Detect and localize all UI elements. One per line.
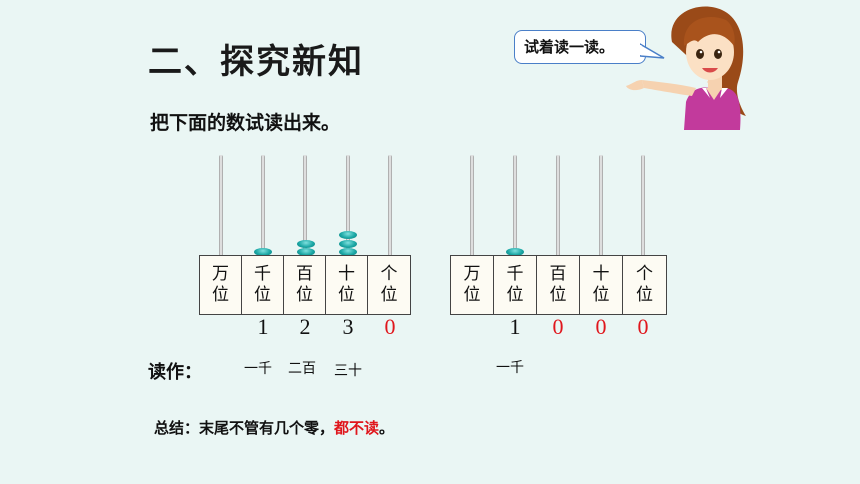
- summary-text: 总结：末尾不管有几个零，都不读。: [154, 417, 394, 438]
- page-title: 二、探究新知: [148, 42, 364, 82]
- abacus-bead: [254, 248, 273, 256]
- place-label-qian: 千位: [494, 256, 537, 314]
- read-word-bai: 二百: [288, 361, 316, 377]
- digit-qian: 1: [509, 314, 521, 339]
- place-label-ge: 个位: [636, 264, 653, 305]
- place-label-bai: 百位: [284, 256, 326, 314]
- read-as-label: 读作：: [148, 362, 202, 383]
- teacher-character-illustration: [626, 6, 746, 130]
- instruction-text: 把下面的数试读出来。: [150, 112, 341, 134]
- speech-bubble-tail: [640, 43, 665, 59]
- abacus-rod: [641, 155, 645, 257]
- abacus-rod: [388, 155, 392, 257]
- place-label-shi: 十位: [326, 256, 368, 314]
- abacus-rod: [346, 155, 350, 257]
- abacus-rod: [470, 155, 474, 257]
- abacus-bead: [338, 231, 357, 239]
- digit-ge: 0: [637, 314, 649, 339]
- speech-bubble-text: 试着读一读。: [524, 38, 615, 56]
- digit-ge: 0: [384, 314, 396, 339]
- summary-prefix: 总结：末尾不管有几个零，: [154, 419, 335, 437]
- abacus-rod: [556, 155, 560, 257]
- abacus-rod: [219, 155, 223, 257]
- read-word-qian: 一千: [244, 361, 272, 377]
- place-value-frame: 万位 千位 百位 十位 个位: [450, 255, 667, 315]
- abacus-bead: [296, 239, 315, 248]
- read-word-shi: 三十: [334, 363, 362, 379]
- summary-emphasis: 都不读: [334, 419, 380, 437]
- abacus-rod: [513, 155, 517, 257]
- abacus-bead: [505, 248, 524, 256]
- place-label-ge: 个位: [380, 264, 398, 305]
- abacus-rod: [303, 155, 307, 257]
- summary-suffix: 。: [379, 419, 395, 437]
- abacus-rod: [599, 155, 603, 257]
- digit-shi: 3: [342, 314, 354, 339]
- place-label-qian: 千位: [242, 256, 284, 314]
- digit-bai: 2: [299, 314, 311, 339]
- place-label-wan: 万位: [451, 256, 494, 314]
- abacus-bead: [338, 248, 357, 256]
- abacus-bead: [296, 248, 315, 256]
- read-word-right: 一千: [496, 360, 524, 376]
- digit-shi: 0: [595, 314, 607, 339]
- abacus-bead: [338, 239, 357, 248]
- speech-bubble: [514, 30, 646, 64]
- place-label-shi: 十位: [580, 256, 623, 314]
- place-label-bai: 百位: [537, 256, 580, 314]
- place-label-wan: 万位: [200, 256, 242, 314]
- abacus-rod: [261, 155, 265, 257]
- place-value-frame: 万位 千位 百位 十位 个位: [199, 255, 411, 315]
- digit-qian: 1: [257, 314, 269, 339]
- digit-bai: 0: [552, 314, 564, 339]
